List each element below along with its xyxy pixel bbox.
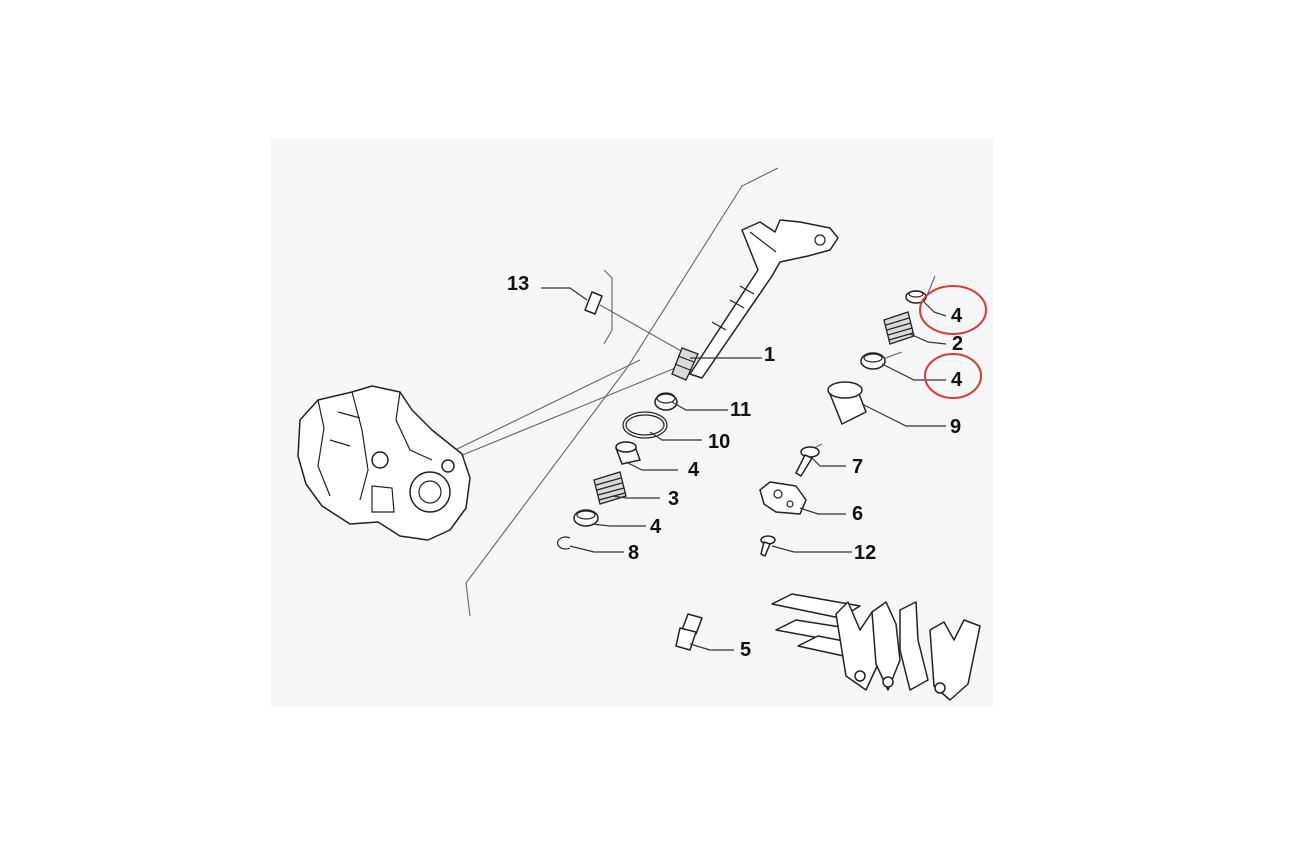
callout-3: 3 (668, 488, 679, 510)
callout-labels: 13 1 11 10 4 3 4 8 4 2 4 9 7 6 12 5 (507, 273, 963, 661)
callout-2: 2 (952, 333, 963, 355)
leader-lines (541, 287, 947, 651)
callout-4-right-lower: 4 (951, 369, 963, 391)
circlip-part (557, 536, 571, 550)
spring-part (593, 471, 627, 505)
guide-sleeve-part (827, 381, 867, 425)
callout-5: 5 (740, 639, 751, 661)
gearbox-housing (297, 385, 471, 541)
callout-13: 13 (507, 273, 529, 295)
plug-part (675, 613, 703, 651)
bushing-part (654, 392, 678, 411)
selector-shaft (671, 219, 839, 381)
callout-7: 7 (852, 456, 863, 478)
bolt-part (795, 446, 820, 477)
callout-9: 9 (950, 416, 961, 438)
callout-8: 8 (628, 542, 639, 564)
pin-part (584, 291, 603, 315)
spring-seat-part (615, 441, 641, 465)
bracket-part (759, 481, 807, 515)
highlight-circles (919, 285, 987, 399)
construction-lines (454, 167, 936, 617)
callout-10: 10 (708, 431, 730, 453)
callout-4-left-upper: 4 (688, 459, 700, 481)
spring-seat-part (573, 509, 599, 527)
selector-forks (771, 593, 981, 701)
spring-part (883, 311, 915, 345)
callout-6: 6 (852, 503, 863, 525)
spring-seat-part (860, 352, 886, 370)
screw-part (760, 535, 776, 557)
callout-11: 11 (730, 399, 751, 421)
highlight-circle-lower (924, 353, 982, 399)
callout-12: 12 (854, 542, 876, 564)
highlight-circle-upper (919, 285, 987, 335)
callout-1: 1 (764, 344, 775, 366)
callout-4-left-lower: 4 (650, 516, 662, 538)
callout-4-right-upper: 4 (951, 305, 963, 327)
o-ring-part (622, 411, 668, 439)
